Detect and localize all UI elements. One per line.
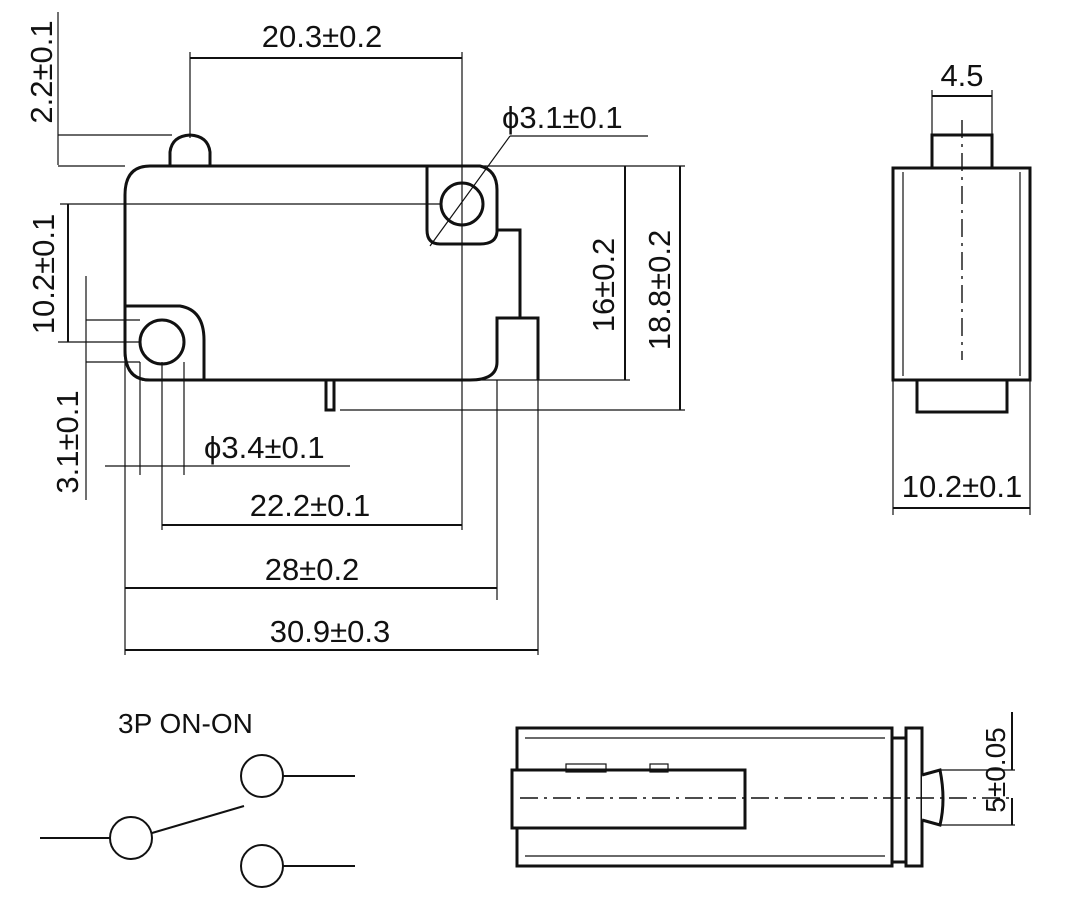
dim-hole-top: ϕ3.1±0.1 xyxy=(502,100,623,135)
dim-left-top: 2.2±0.1 xyxy=(24,20,59,123)
front-view xyxy=(123,133,540,412)
schematic: 3P ON-ON xyxy=(40,708,355,888)
dim-side-bottom: 10.2±0.1 xyxy=(902,469,1022,504)
dim-side-top: 4.5 xyxy=(940,58,983,93)
dim-right-inner: 16±0.2 xyxy=(586,238,621,333)
bottom-dimension-labels: 5±0.05 xyxy=(980,727,1011,812)
side-view xyxy=(891,90,1032,515)
dim-hole-bottom: ϕ3.4±0.1 xyxy=(204,430,325,465)
dim-left-mid: 10.2±0.1 xyxy=(26,214,61,334)
dim-left-low: 3.1±0.1 xyxy=(50,390,85,493)
dim-right-outer: 18.8±0.2 xyxy=(642,230,677,350)
dim-bottom-2: 28±0.2 xyxy=(265,552,360,587)
front-dimension-lines xyxy=(57,12,685,655)
hole-bottom-left xyxy=(138,318,186,366)
dim-bottom-view: 5±0.05 xyxy=(980,727,1011,812)
terminal-upper xyxy=(240,754,284,798)
dim-bottom-1: 22.2±0.1 xyxy=(250,488,370,523)
side-dimension-labels: 4.5 10.2±0.1 xyxy=(902,58,1022,504)
bottom-view xyxy=(510,712,1015,868)
side-terminal xyxy=(915,378,1009,414)
common-terminal xyxy=(109,816,153,860)
terminal-lower xyxy=(240,844,284,888)
bottom-plunger xyxy=(510,768,747,830)
actuator xyxy=(168,133,212,166)
front-dimension-labels: 20.3±0.2 2.2±0.1 ϕ3.1±0.1 10.2±0.1 16±0.… xyxy=(24,19,677,649)
dim-top-width: 20.3±0.2 xyxy=(262,19,382,54)
dim-bottom-3: 30.9±0.3 xyxy=(270,614,390,649)
schematic-title: 3P ON-ON xyxy=(118,708,253,739)
bottom-terminal xyxy=(324,378,336,412)
right-terminal xyxy=(498,316,540,380)
